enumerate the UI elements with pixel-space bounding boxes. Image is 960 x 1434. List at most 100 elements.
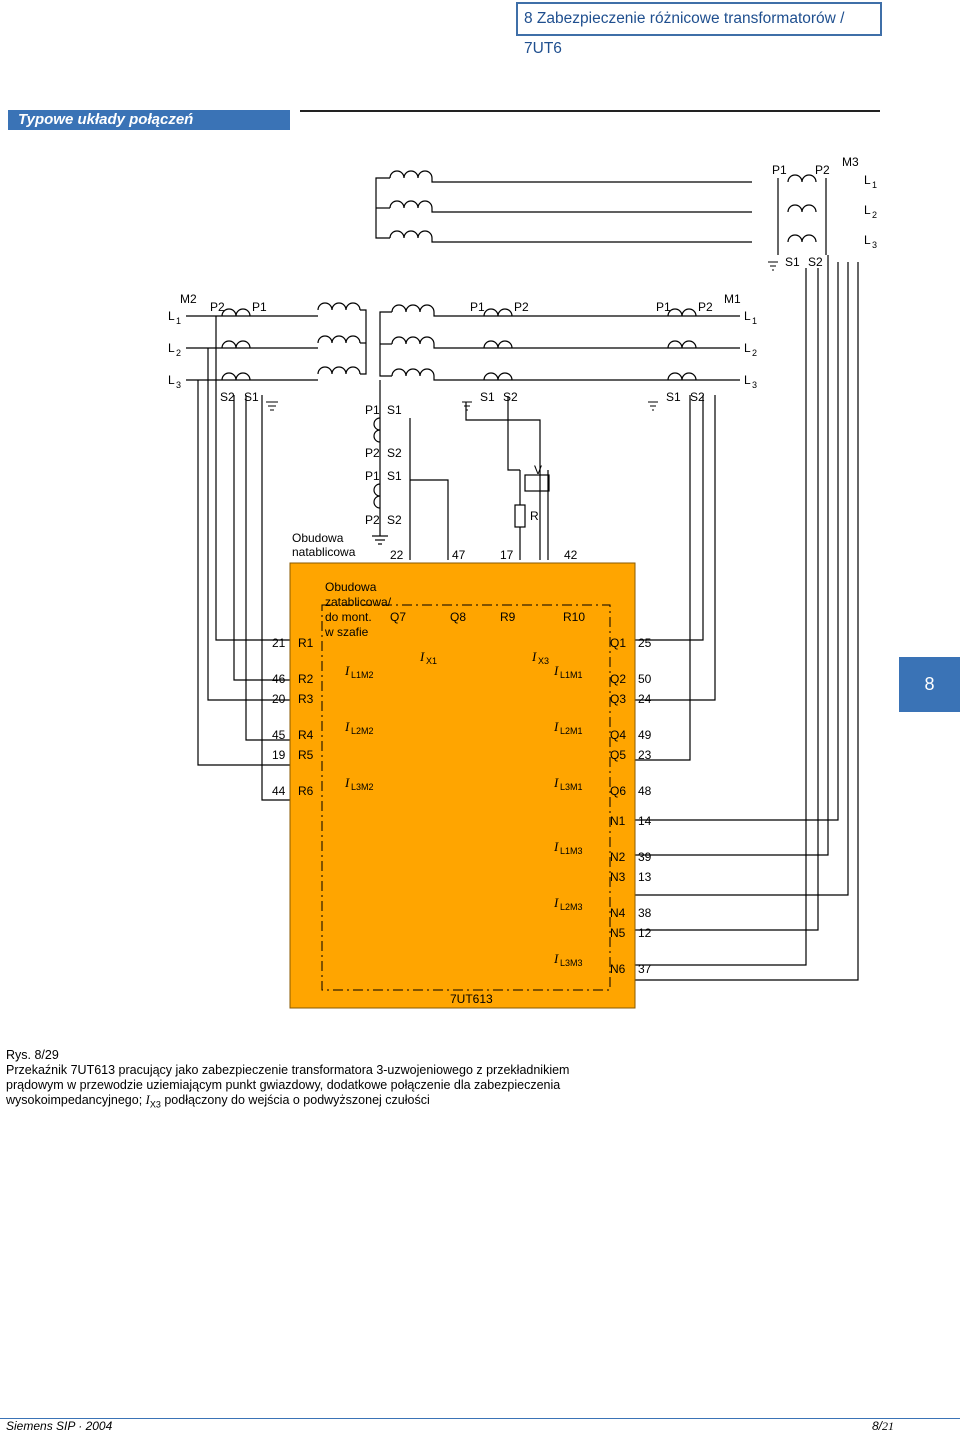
resistor-label: R bbox=[530, 509, 539, 523]
svg-text:natablicowa: natablicowa bbox=[292, 545, 356, 559]
svg-text:S1: S1 bbox=[244, 390, 259, 404]
m2-label: M2 bbox=[180, 292, 197, 306]
section-banner: Typowe układy połączeń bbox=[8, 110, 290, 130]
svg-text:Q5: Q5 bbox=[610, 748, 626, 762]
svg-text:I: I bbox=[419, 649, 425, 664]
footer-rule bbox=[0, 1418, 960, 1434]
footer-page: 8/21 bbox=[871, 1419, 894, 1433]
svg-text:38: 38 bbox=[638, 906, 652, 920]
svg-text:N3: N3 bbox=[610, 870, 626, 884]
svg-text:R1: R1 bbox=[298, 636, 314, 650]
svg-text:L: L bbox=[864, 173, 871, 187]
svg-text:R2: R2 bbox=[298, 672, 314, 686]
svg-text:S2: S2 bbox=[387, 446, 402, 460]
svg-text:S2: S2 bbox=[387, 513, 402, 527]
svg-text:P2: P2 bbox=[365, 446, 380, 460]
svg-text:50: 50 bbox=[638, 672, 652, 686]
svg-text:S1: S1 bbox=[387, 469, 402, 483]
svg-text:25: 25 bbox=[638, 636, 652, 650]
svg-text:zatablicowa/: zatablicowa/ bbox=[325, 595, 392, 609]
svg-text:42: 42 bbox=[564, 548, 578, 562]
svg-text:w szafie: w szafie bbox=[324, 625, 369, 639]
svg-text:I: I bbox=[531, 649, 537, 664]
varistor-label: V bbox=[534, 463, 542, 477]
svg-text:L: L bbox=[744, 309, 751, 323]
svg-text:R3: R3 bbox=[298, 692, 314, 706]
device-label: 7UT613 bbox=[450, 992, 493, 1006]
svg-text:I: I bbox=[344, 775, 350, 790]
svg-text:R9: R9 bbox=[500, 610, 516, 624]
ct-m3 bbox=[777, 174, 827, 255]
svg-text:S2: S2 bbox=[690, 390, 705, 404]
svg-text:N2: N2 bbox=[610, 850, 626, 864]
svg-text:N5: N5 bbox=[610, 926, 626, 940]
svg-text:46: 46 bbox=[272, 672, 286, 686]
ct-m1 bbox=[667, 308, 697, 381]
svg-text:L: L bbox=[864, 203, 871, 217]
svg-text:37: 37 bbox=[638, 962, 652, 976]
svg-text:39: 39 bbox=[638, 850, 652, 864]
svg-text:14: 14 bbox=[638, 814, 652, 828]
svg-text:S2: S2 bbox=[503, 390, 518, 404]
svg-text:3: 3 bbox=[752, 380, 757, 390]
transformer-hv-winding bbox=[375, 170, 752, 243]
svg-text:48: 48 bbox=[638, 784, 652, 798]
transformer-mv-winding bbox=[317, 302, 367, 375]
svg-text:20: 20 bbox=[272, 692, 286, 706]
svg-text:P2: P2 bbox=[514, 300, 529, 314]
svg-text:N1: N1 bbox=[610, 814, 626, 828]
svg-text:49: 49 bbox=[638, 728, 652, 742]
m3-s2: S2 bbox=[808, 255, 823, 269]
svg-text:I: I bbox=[344, 663, 350, 678]
relay-7ut613 bbox=[289, 562, 636, 1009]
svg-text:L: L bbox=[168, 373, 175, 387]
ct-mid bbox=[483, 308, 513, 381]
svg-text:Q4: Q4 bbox=[610, 728, 626, 742]
svg-text:P2: P2 bbox=[365, 513, 380, 527]
svg-text:I: I bbox=[553, 775, 559, 790]
svg-text:R5: R5 bbox=[298, 748, 314, 762]
svg-text:R6: R6 bbox=[298, 784, 314, 798]
svg-text:L: L bbox=[864, 233, 871, 247]
svg-text:L1M2: L1M2 bbox=[351, 670, 374, 680]
svg-text:P2: P2 bbox=[698, 300, 713, 314]
svg-text:L1M3: L1M3 bbox=[560, 846, 583, 856]
svg-text:L2M1: L2M1 bbox=[560, 726, 583, 736]
svg-text:21: 21 bbox=[272, 636, 286, 650]
svg-text:2: 2 bbox=[872, 210, 877, 220]
svg-text:3: 3 bbox=[176, 380, 181, 390]
svg-text:Q8: Q8 bbox=[450, 610, 466, 624]
figure-caption: Rys. 8/29 Przekaźnik 7UT613 pracujący ja… bbox=[6, 1048, 946, 1113]
svg-text:23: 23 bbox=[638, 748, 652, 762]
svg-text:12: 12 bbox=[638, 926, 652, 940]
svg-text:44: 44 bbox=[272, 784, 286, 798]
svg-text:S1: S1 bbox=[666, 390, 681, 404]
svg-text:L: L bbox=[168, 309, 175, 323]
m3-s1: S1 bbox=[785, 255, 800, 269]
svg-text:1: 1 bbox=[176, 316, 181, 326]
caption-line1: Przekaźnik 7UT613 pracujący jako zabezpi… bbox=[6, 1063, 570, 1077]
footer-left: Siemens SIP · 2004 bbox=[6, 1419, 113, 1433]
svg-text:17: 17 bbox=[500, 548, 514, 562]
svg-text:Q7: Q7 bbox=[390, 610, 406, 624]
section-rule bbox=[300, 110, 880, 112]
svg-text:L3M3: L3M3 bbox=[560, 958, 583, 968]
svg-text:24: 24 bbox=[638, 692, 652, 706]
svg-text:I: I bbox=[553, 839, 559, 854]
m1-label: M1 bbox=[724, 292, 741, 306]
svg-text:Q1: Q1 bbox=[610, 636, 626, 650]
svg-text:Q6: Q6 bbox=[610, 784, 626, 798]
svg-text:22: 22 bbox=[390, 548, 404, 562]
svg-text:3: 3 bbox=[872, 240, 877, 250]
svg-text:X1: X1 bbox=[426, 656, 437, 666]
svg-text:R10: R10 bbox=[563, 610, 585, 624]
caption-line2: prądowym w przewodzie uziemiającym punkt… bbox=[6, 1078, 561, 1092]
svg-text:I: I bbox=[553, 951, 559, 966]
svg-text:L: L bbox=[744, 373, 751, 387]
caption-line3: wysokoimpedancyjnego; IX3 podłączony do … bbox=[6, 1093, 430, 1110]
svg-text:S1: S1 bbox=[387, 403, 402, 417]
svg-text:L3M2: L3M2 bbox=[351, 782, 374, 792]
svg-text:I: I bbox=[553, 719, 559, 734]
svg-text:N4: N4 bbox=[610, 906, 626, 920]
caption-fig: Rys. 8/29 bbox=[6, 1048, 59, 1062]
